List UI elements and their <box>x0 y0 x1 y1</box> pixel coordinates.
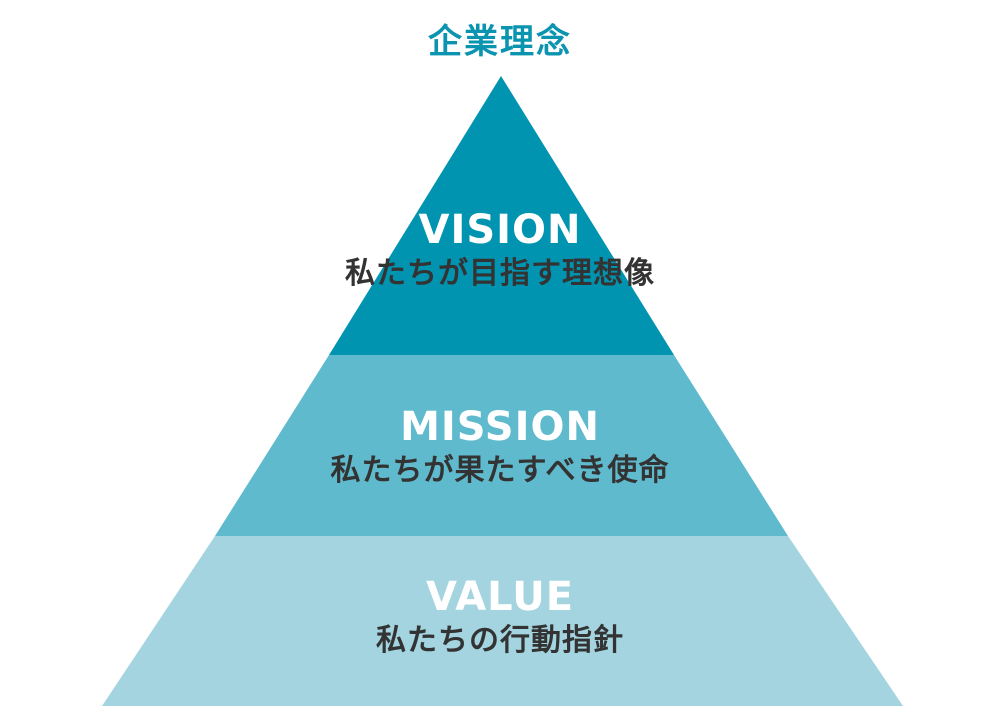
tier-mission: MISSION 私たちが果たすべき使命 <box>0 403 1000 491</box>
tier-mission-caption: 私たちが果たすべき使命 <box>330 453 670 488</box>
tier-vision-caption: 私たちが目指す理想像 <box>345 256 655 291</box>
tier-value: VALUE 私たちの行動指針 <box>0 573 1000 661</box>
tier-value-shape <box>102 536 903 706</box>
tier-vision-shape <box>329 76 674 355</box>
tier-mission-shape <box>215 355 788 536</box>
tier-vision: VISION 私たちが目指す理想像 <box>0 206 1000 294</box>
tier-value-heading: VALUE <box>425 574 575 620</box>
tier-mission-heading: MISSION <box>400 404 600 450</box>
tier-value-caption: 私たちの行動指針 <box>376 623 624 658</box>
tier-vision-heading: VISION <box>418 207 582 253</box>
page-title: 企業理念 <box>428 22 572 62</box>
